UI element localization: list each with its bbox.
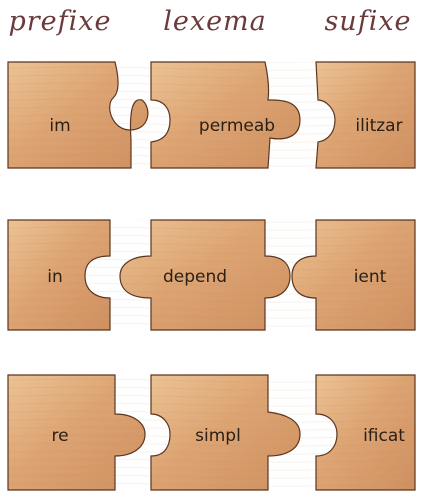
piece-prefix-3 [8,375,145,490]
word-prefix-2: in [47,267,63,287]
word-suffix-2: ient [354,267,387,287]
piece-lexeme-1 [151,62,300,168]
piece-suffix-1 [316,62,415,168]
word-prefix-1: im [49,116,70,136]
word-lexeme-1: permeab [199,116,275,136]
word-suffix-3: ificat [363,426,405,446]
puzzle-row-1 [8,62,415,168]
piece-prefix-1 [8,62,148,168]
word-prefix-3: re [51,426,68,446]
word-suffix-1: ilitzar [355,116,402,136]
word-lexeme-2: depend [163,267,227,287]
word-lexeme-3: simpl [195,426,241,446]
